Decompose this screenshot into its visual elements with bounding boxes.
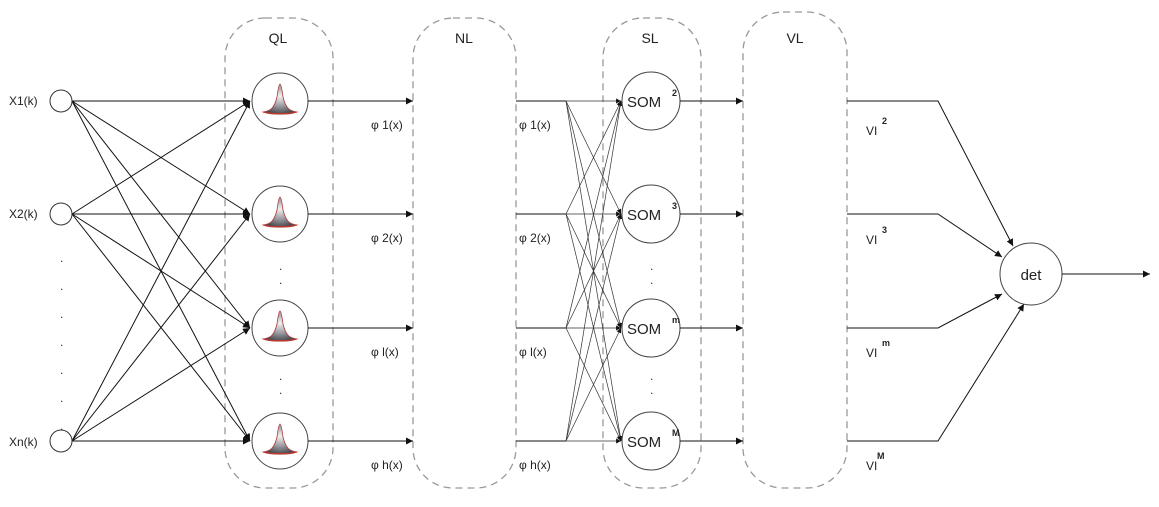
- vi-label-M: VI: [866, 459, 877, 473]
- som-nodes: SOM 2 SOM 3 SOM m SOM M: [621, 71, 681, 471]
- svg-text:.: .: [650, 273, 653, 287]
- nl-sl-lines: [516, 100, 566, 442]
- layer-title-sl: SL: [641, 30, 658, 46]
- sl-ellipsis: . . . .: [650, 259, 653, 397]
- ql-nl-arrows: [308, 97, 413, 445]
- phi-left-l: φ l(x): [371, 345, 399, 359]
- svg-text:.: .: [60, 335, 63, 349]
- input-connections: [71, 97, 251, 445]
- phi-left-1: φ 1(x): [371, 118, 403, 132]
- input-label-n: Xn(k): [9, 435, 38, 449]
- svg-text:SOM: SOM: [627, 207, 661, 224]
- input-edge: [71, 100, 251, 442]
- svg-text:3: 3: [672, 201, 677, 211]
- vi-sup-2: 2: [882, 116, 887, 126]
- gaussian-node-h: [251, 412, 309, 470]
- det-node: det: [999, 242, 1063, 306]
- input-label-1: X1(k): [9, 94, 38, 108]
- vi-labels: VI 2 VI 3 VI m VI M: [866, 116, 890, 473]
- gaussian-node-l: [251, 299, 309, 357]
- som-edge: [565, 100, 622, 215]
- gaussian-node-1: [251, 72, 309, 130]
- input-node-n: [49, 429, 73, 453]
- layer-title-nl: NL: [455, 30, 473, 46]
- sl-vl-arrows: [680, 97, 743, 445]
- layer-box-ql: [224, 17, 334, 489]
- svg-text:SOM: SOM: [627, 434, 661, 451]
- phi-left-h: φ h(x): [371, 458, 403, 472]
- svg-text:M: M: [672, 428, 680, 438]
- vi-sup-3: 3: [882, 225, 887, 235]
- phi-right-l: φ l(x): [519, 345, 547, 359]
- svg-text:.: .: [650, 383, 653, 397]
- input-edge: [71, 327, 251, 442]
- layer-box-nl: [412, 17, 517, 489]
- svg-text:m: m: [672, 315, 680, 325]
- svg-text:.: .: [60, 391, 63, 405]
- svg-text:.: .: [60, 363, 63, 377]
- svg-text:2: 2: [672, 88, 677, 98]
- som-node-3: SOM 3: [621, 184, 681, 244]
- som-node-m: SOM m: [621, 298, 681, 358]
- input-label-2: X2(k): [9, 207, 38, 221]
- som-edge: [565, 100, 623, 442]
- svg-text:.: .: [650, 259, 653, 273]
- phi-right-1: φ 1(x): [519, 118, 551, 132]
- som-connections: [565, 98, 623, 444]
- input-edge: [71, 213, 251, 442]
- svg-text:.: .: [279, 369, 282, 383]
- layer-title-ql: QL: [269, 30, 288, 46]
- som-edge: [565, 213, 623, 442]
- svg-text:.: .: [279, 383, 282, 397]
- phi-left-2: φ 2(x): [371, 231, 403, 245]
- vi-label-3: VI: [866, 233, 877, 247]
- vl-det-arrows: [847, 100, 1025, 442]
- som-edge: [565, 327, 622, 442]
- svg-text:.: .: [60, 251, 63, 265]
- input-node-1: [49, 89, 73, 113]
- vi-sup-m: m: [882, 338, 890, 348]
- svg-text:.: .: [60, 419, 63, 433]
- gaussian-node-2: [251, 185, 309, 243]
- input-node-2: [49, 202, 73, 226]
- ql-ellipsis: . . . .: [279, 259, 282, 397]
- phi-right-2: φ 2(x): [519, 231, 551, 245]
- input-edge: [71, 100, 251, 215]
- phi-right-h: φ h(x): [519, 458, 551, 472]
- som-node-M: SOM M: [621, 411, 681, 471]
- layer-title-vl: VL: [786, 30, 803, 46]
- svg-text:.: .: [60, 279, 63, 293]
- vi-sup-M: M: [877, 451, 885, 461]
- ql-nodes: [251, 72, 309, 470]
- svg-text:SOM: SOM: [627, 94, 661, 111]
- svg-text:SOM: SOM: [627, 321, 661, 338]
- svg-text:.: .: [279, 273, 282, 287]
- svg-text:.: .: [60, 307, 63, 321]
- som-node-2: SOM 2: [621, 71, 681, 131]
- input-nodes: [49, 89, 73, 453]
- svg-text:.: .: [279, 259, 282, 273]
- vi-label-m: VI: [866, 346, 877, 360]
- layer-box-vl: [742, 11, 848, 489]
- vi-label-2: VI: [866, 124, 877, 138]
- som-edge: [565, 100, 623, 329]
- input-ellipsis: . . . . . . .: [60, 251, 63, 433]
- svg-text:.: .: [650, 369, 653, 383]
- svg-text:det: det: [1021, 267, 1043, 284]
